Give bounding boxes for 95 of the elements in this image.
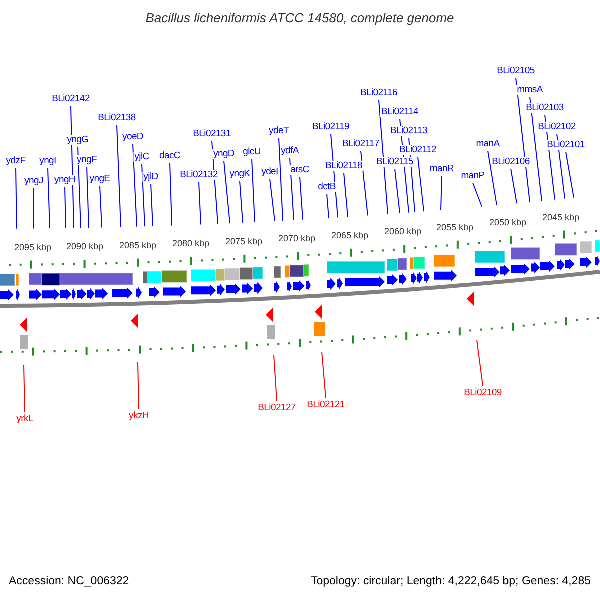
gene-label: glcU bbox=[242, 147, 262, 157]
leader-line bbox=[326, 194, 330, 219]
leader-line bbox=[270, 178, 276, 222]
leader-line bbox=[252, 158, 256, 223]
leader-line bbox=[378, 100, 388, 215]
genome-summary-text: Topology: circular; Length: 4,222,645 bp; Genes: 4,285 bbox=[310, 576, 591, 588]
leader-line bbox=[198, 182, 202, 226]
gene-label: yngK bbox=[228, 169, 252, 179]
gene-label: BLi02116 bbox=[359, 88, 399, 98]
leader-line bbox=[300, 176, 304, 220]
scale-label: 2075 kbp bbox=[225, 237, 263, 246]
gene-label: BLi02114 bbox=[380, 107, 420, 117]
gene-label: BLi02115 bbox=[375, 157, 415, 167]
gene-label: manA bbox=[475, 139, 501, 149]
scale-label: 2045 kbp bbox=[542, 214, 580, 223]
leader-line bbox=[138, 362, 140, 410]
gene-label: dctB bbox=[317, 182, 337, 192]
leader-line bbox=[322, 352, 326, 398]
gene-label: BLi02119 bbox=[311, 122, 351, 132]
scale-label: 2070 kbp bbox=[278, 234, 316, 244]
leader-line bbox=[274, 354, 278, 402]
gene-label: yngJ bbox=[24, 176, 44, 186]
leader-line bbox=[86, 166, 90, 228]
gene-label: BLi02101 bbox=[546, 140, 586, 150]
gene-label: ydeI bbox=[260, 167, 280, 177]
leader-line bbox=[344, 172, 348, 218]
gene-label: arsC bbox=[290, 165, 310, 175]
scale-label: 2090 kbp bbox=[66, 242, 104, 252]
gene-label: BLi02105 bbox=[496, 66, 536, 76]
gene-label: BLi02127 bbox=[257, 403, 297, 413]
leader-line bbox=[418, 156, 424, 212]
accession-text: Accession: NC_006322 bbox=[9, 576, 130, 588]
gene-label: BLi02103 bbox=[525, 103, 565, 113]
gene-label: BLi02132 bbox=[179, 170, 219, 180]
gene-label: yngI bbox=[38, 156, 58, 166]
gene-label: BLi02131 bbox=[192, 129, 232, 139]
gene-label: BLi02113 bbox=[389, 126, 429, 136]
scale-label: 2060 kbp bbox=[384, 228, 422, 237]
scale-label: 2055 kbp bbox=[436, 224, 474, 233]
gene-label: ydzF bbox=[5, 156, 27, 166]
gene-label: manR bbox=[428, 164, 456, 174]
title: Bacillus licheniformis ATCC 14580, complete genome bbox=[146, 12, 454, 24]
leader-line bbox=[64, 186, 66, 229]
gene-label: BLi02142 bbox=[51, 94, 91, 104]
leader-line bbox=[224, 160, 230, 224]
gene-label: ydfA bbox=[280, 146, 300, 156]
leader-line bbox=[440, 176, 442, 211]
leader-line bbox=[476, 340, 484, 386]
gene-label: manP bbox=[460, 171, 486, 181]
gene-label: yngE bbox=[88, 174, 112, 184]
leader-line bbox=[472, 182, 482, 208]
leader-line bbox=[170, 162, 172, 226]
gene-label: yjlD bbox=[142, 172, 160, 182]
leader-line bbox=[132, 144, 138, 228]
gene-label: BLi02138 bbox=[97, 113, 137, 123]
gene-label: BLi02102 bbox=[537, 122, 577, 132]
gene-label: BLi02112 bbox=[398, 145, 438, 155]
leader-line bbox=[116, 124, 122, 228]
scale-label: 2095 kbp bbox=[14, 243, 52, 252]
leader-line bbox=[566, 152, 574, 198]
scale-label: 2085 kbp bbox=[119, 241, 157, 250]
leader-line bbox=[290, 158, 294, 221]
scale-label: 2050 kbp bbox=[489, 218, 527, 228]
gene-label: yoeD bbox=[122, 132, 144, 142]
gene-label: BLi02121 bbox=[306, 400, 346, 410]
gene-label: BLi02106 bbox=[491, 157, 531, 167]
leader-line bbox=[78, 146, 82, 229]
leader-line bbox=[100, 186, 102, 228]
leader-line bbox=[142, 164, 146, 228]
gene-label: dacC bbox=[158, 151, 182, 161]
gene-label: mmsA bbox=[516, 85, 544, 95]
leader-line bbox=[150, 184, 154, 227]
gene-label: BLi02117 bbox=[341, 139, 381, 149]
leader-line bbox=[530, 96, 542, 202]
leader-line bbox=[70, 106, 74, 229]
gene-label: BLi02118 bbox=[324, 161, 364, 171]
leader-line bbox=[510, 168, 518, 204]
scale-label: 2065 kbp bbox=[331, 231, 369, 240]
scale-label: 2080 kbp bbox=[172, 240, 210, 249]
leader-line bbox=[48, 168, 50, 230]
gene-label: ykzH bbox=[128, 411, 150, 421]
gene-label: yjlC bbox=[134, 152, 150, 162]
gene-label: BLi02109 bbox=[463, 388, 503, 398]
gene-label: yrkL bbox=[16, 414, 34, 424]
gene-label: yngF bbox=[76, 155, 98, 165]
leader-line bbox=[16, 168, 18, 230]
gene-label: ydeT bbox=[268, 126, 290, 136]
gene-label: yngH bbox=[54, 175, 76, 185]
gene-label: yngD bbox=[212, 149, 236, 159]
gene-label: yngG bbox=[66, 135, 90, 145]
leader-line bbox=[394, 168, 400, 214]
leader-line bbox=[240, 180, 244, 224]
leader-line bbox=[24, 364, 26, 412]
leader-line bbox=[488, 150, 498, 206]
leader-line bbox=[278, 138, 284, 222]
